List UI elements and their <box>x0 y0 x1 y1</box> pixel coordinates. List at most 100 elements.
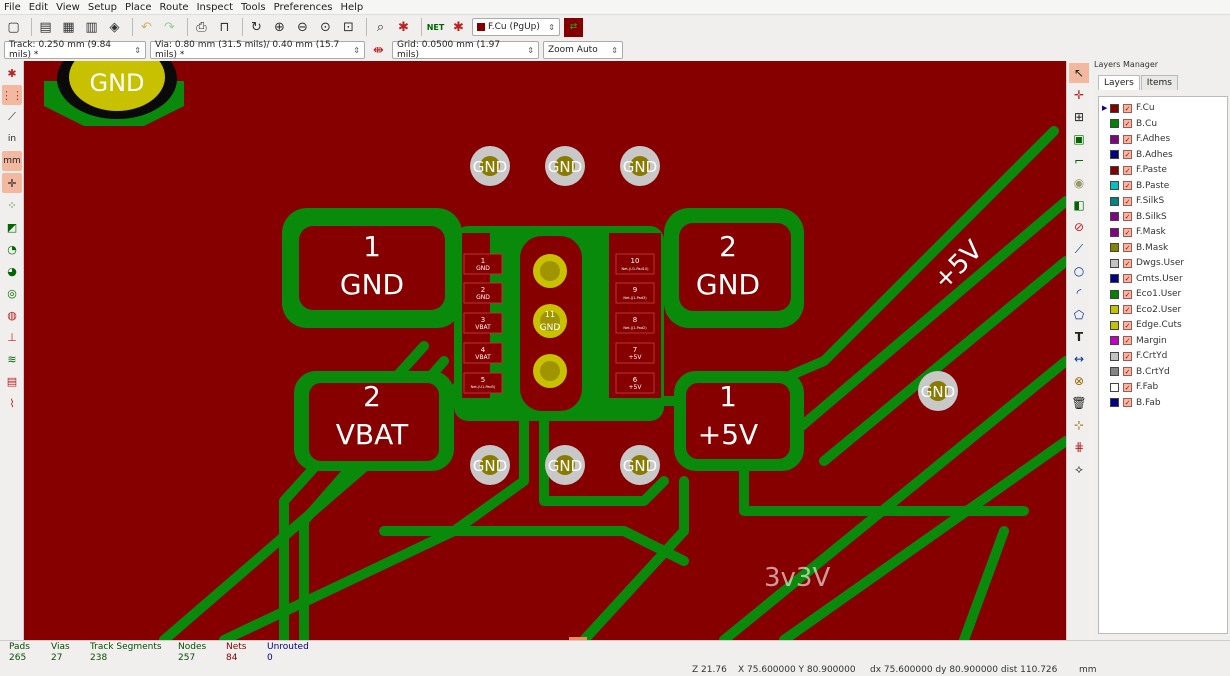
polar-coords-icon[interactable]: ⟋ <box>8 110 16 123</box>
layer-color-swatch[interactable] <box>1110 289 1119 299</box>
units-inch-icon[interactable]: in <box>7 134 17 144</box>
layer-color-swatch[interactable] <box>1110 243 1119 252</box>
auto-track-width-icon[interactable]: ⇼ <box>373 42 384 58</box>
zoom-select[interactable]: Zoom Auto⇕ <box>543 41 623 59</box>
highlight-net-icon[interactable]: ✛ <box>1073 88 1085 102</box>
layer-color-swatch[interactable] <box>1110 258 1119 268</box>
redo-icon[interactable]: ↷ <box>164 19 175 35</box>
layer-row-f-paste[interactable]: ✓F.Paste <box>1099 163 1227 177</box>
layer-color-swatch[interactable] <box>1110 134 1119 144</box>
menu-route[interactable]: Route <box>159 1 189 13</box>
menu-help[interactable]: Help <box>340 1 364 13</box>
route-track-icon[interactable]: ⌐ <box>1073 154 1085 168</box>
zone-display-icon[interactable]: ◕ <box>7 264 17 278</box>
print-icon[interactable]: ⎙ <box>196 19 207 35</box>
drc-icon[interactable]: ✱ <box>398 19 409 35</box>
netlist-icon[interactable]: NET <box>426 22 445 32</box>
menu-setup[interactable]: Setup <box>87 1 117 13</box>
layer-pair-icon[interactable]: ⇄ <box>564 17 583 37</box>
layer-visibility-checkbox[interactable]: ✓ <box>1123 243 1132 252</box>
grid-origin-icon[interactable]: ⋕ <box>1073 440 1085 454</box>
layer-row-b-fab[interactable]: ✓B.Fab <box>1099 396 1227 410</box>
menu-inspect[interactable]: Inspect <box>196 1 233 13</box>
layer-row-f-cu[interactable]: ▶✓F.Cu <box>1099 101 1227 115</box>
layer-color-swatch[interactable] <box>1110 196 1119 206</box>
ratsnest-icon[interactable]: ⁘ <box>7 198 17 212</box>
layer-visibility-checkbox[interactable]: ✓ <box>1123 150 1132 159</box>
add-circle-icon[interactable]: ○ <box>1073 264 1085 278</box>
zoom-fit-icon[interactable]: ⊙ <box>320 19 331 35</box>
layer-color-swatch[interactable] <box>1110 398 1119 407</box>
layer-visibility-checkbox[interactable]: ✓ <box>1123 398 1132 407</box>
board-setup-icon[interactable]: ▢ <box>7 19 20 35</box>
layer-color-swatch[interactable] <box>1110 181 1119 190</box>
zoom-selection-icon[interactable]: ⊡ <box>343 19 354 35</box>
keepout-icon[interactable]: ⊘ <box>1073 220 1085 234</box>
page-settings-icon[interactable]: ▤ <box>39 19 52 35</box>
layer-visibility-checkbox[interactable]: ✓ <box>1123 134 1132 144</box>
add-target-icon[interactable]: ⊗ <box>1073 374 1085 388</box>
layer-row-cmts-user[interactable]: ✓Cmts.User <box>1099 272 1227 286</box>
local-ratsnest-icon[interactable]: ⊞ <box>1073 110 1085 124</box>
track-width-select[interactable]: Track: 0.250 mm (9.84 mils) *⇕ <box>4 40 146 60</box>
add-footprint-icon[interactable]: ▣ <box>1073 132 1085 146</box>
layer-visibility-checkbox[interactable]: ✓ <box>1123 320 1132 330</box>
microwave-toolbar-icon[interactable]: ⌇ <box>9 396 15 410</box>
layer-color-swatch[interactable] <box>1110 382 1119 392</box>
drc-marker-icon[interactable]: ✱ <box>7 66 17 80</box>
zone-outline-icon[interactable]: ◎ <box>7 286 17 300</box>
add-dimension-icon[interactable]: ↔ <box>1073 352 1085 366</box>
layer-row-margin[interactable]: ✓Margin <box>1099 334 1227 348</box>
save-icon[interactable]: ▥ <box>85 19 98 35</box>
layer-color-swatch[interactable] <box>1110 351 1119 361</box>
add-zone-icon[interactable]: ◧ <box>1073 198 1085 212</box>
measure-icon[interactable]: ⟡ <box>1075 461 1083 476</box>
plot-icon[interactable]: ⊓ <box>219 19 230 35</box>
layer-row-f-adhes[interactable]: ✓F.Adhes <box>1099 132 1227 146</box>
layer-visibility-checkbox[interactable]: ✓ <box>1123 119 1132 128</box>
tab-items[interactable]: Items <box>1140 75 1178 90</box>
layer-row-edge-cuts[interactable]: ✓Edge.Cuts <box>1099 318 1227 332</box>
find-icon[interactable]: ⌕ <box>376 19 385 35</box>
layer-row-f-fab[interactable]: ✓F.Fab <box>1099 380 1227 394</box>
add-line-icon[interactable]: ⟋ <box>1074 241 1084 256</box>
footprint-editor-icon[interactable]: ◈ <box>109 19 120 35</box>
layer-visibility-checkbox[interactable]: ✓ <box>1123 212 1132 221</box>
layer-row-f-silks[interactable]: ✓F.SilkS <box>1099 194 1227 208</box>
select-arrow-icon[interactable]: ↖ <box>1069 63 1089 83</box>
layer-row-b-cu[interactable]: ✓B.Cu <box>1099 117 1227 131</box>
layer-visibility-checkbox[interactable]: ✓ <box>1123 336 1132 345</box>
undo-icon[interactable]: ↶ <box>141 19 152 35</box>
high-contrast-icon[interactable]: ▤ <box>6 374 18 388</box>
layer-color-swatch[interactable] <box>1110 212 1119 221</box>
layer-row-eco1-user[interactable]: ✓Eco1.User <box>1099 287 1227 301</box>
layer-color-swatch[interactable] <box>1110 320 1119 330</box>
menu-edit[interactable]: Edit <box>28 1 49 13</box>
pcb-canvas[interactable]: GND 1 GND 2 VBAT 2 GND 1 +5V <box>24 61 1066 640</box>
add-polygon-icon[interactable]: ⬠ <box>1073 308 1085 322</box>
layer-row-eco2-user[interactable]: ✓Eco2.User <box>1099 303 1227 317</box>
via-size-select[interactable]: Via: 0.80 mm (31.5 mils)/ 0.40 mm (15.7 … <box>150 40 365 60</box>
zoom-out-icon[interactable]: ⊖ <box>297 19 308 35</box>
layer-visibility-checkbox[interactable]: ✓ <box>1123 181 1132 190</box>
layer-color-swatch[interactable] <box>1110 119 1119 128</box>
cursor-shape-icon[interactable]: ✛ <box>2 173 22 193</box>
layer-row-b-crtyd[interactable]: ✓B.CrtYd <box>1099 365 1227 379</box>
layer-visibility-checkbox[interactable]: ✓ <box>1123 165 1132 175</box>
layer-visibility-checkbox[interactable]: ✓ <box>1123 258 1132 268</box>
module-ratsnest-icon[interactable]: ◩ <box>6 220 18 234</box>
auto-delete-track-icon[interactable]: ◔ <box>7 242 17 256</box>
open-icon[interactable]: ▦ <box>62 19 75 35</box>
layer-visibility-checkbox[interactable]: ✓ <box>1123 289 1132 299</box>
layer-row-f-mask[interactable]: ✓F.Mask <box>1099 225 1227 239</box>
erc-icon[interactable]: ✱ <box>453 19 464 35</box>
layer-color-swatch[interactable] <box>1110 227 1119 237</box>
menu-preferences[interactable]: Preferences <box>273 1 333 13</box>
layer-color-swatch[interactable] <box>1110 305 1119 314</box>
redraw-icon[interactable]: ↻ <box>251 19 262 35</box>
menu-place[interactable]: Place <box>124 1 152 13</box>
zoom-in-icon[interactable]: ⊕ <box>274 19 285 35</box>
layer-visibility-checkbox[interactable]: ✓ <box>1123 274 1132 283</box>
layer-visibility-checkbox[interactable]: ✓ <box>1123 305 1132 314</box>
layer-color-swatch[interactable] <box>1110 367 1119 376</box>
